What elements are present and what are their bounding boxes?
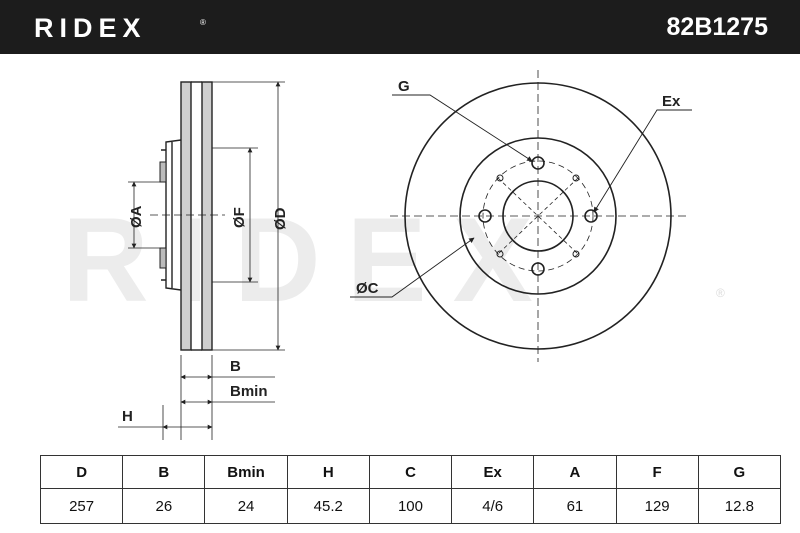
spec-header-cell: D: [39, 455, 124, 489]
spec-value-cell: 24: [204, 488, 288, 524]
spec-header-cell: A: [533, 455, 617, 489]
spec-value-row: 257 26 24 45.2 100 4/6 61 129 12.8: [39, 488, 782, 524]
spec-header-cell: B: [122, 455, 206, 489]
spec-header-cell: G: [697, 455, 782, 489]
part-number: 82B1275: [666, 13, 768, 41]
spec-value-cell: 4/6: [451, 488, 535, 524]
label-b: B: [230, 358, 241, 375]
label-a: ØA: [128, 205, 145, 228]
spec-value-cell: 45.2: [286, 488, 370, 524]
side-view: [118, 81, 285, 440]
label-f: ØF: [231, 207, 248, 228]
label-g: G: [398, 78, 410, 95]
watermark-reg-mark: ®: [716, 286, 725, 300]
label-h: H: [122, 408, 133, 425]
watermark-logo: RIDEX: [62, 193, 559, 327]
spec-header-cell: Bmin: [204, 455, 288, 489]
spec-header-cell: C: [368, 455, 453, 489]
spec-value-cell: 12.8: [697, 488, 782, 524]
spec-value-cell: 61: [533, 488, 617, 524]
header-bar: RIDEX ® 82B1275: [0, 0, 800, 54]
label-bmin: Bmin: [230, 383, 268, 400]
label-c: ØC: [356, 280, 379, 297]
brand-logo: RIDEX: [34, 13, 147, 43]
spec-header-cell: Ex: [451, 455, 535, 489]
label-ex: Ex: [662, 93, 681, 110]
brake-disc-drawing: ØA ØF ØD B Bmin H G Ex ØC: [118, 70, 692, 440]
spec-value-cell: 257: [39, 488, 124, 524]
spec-value-cell: 100: [368, 488, 453, 524]
spec-header-row: D B Bmin H C Ex A F G: [39, 455, 782, 489]
spec-value-cell: 26: [122, 488, 206, 524]
label-d: ØD: [272, 207, 289, 230]
brand-reg-mark: ®: [200, 18, 206, 27]
front-view: [350, 70, 692, 362]
spec-value-cell: 129: [615, 488, 699, 524]
spec-header-cell: H: [286, 455, 370, 489]
spec-header-cell: F: [615, 455, 699, 489]
spec-table: D B Bmin H C Ex A F G 257 26 24 45.2 100…: [39, 455, 782, 524]
